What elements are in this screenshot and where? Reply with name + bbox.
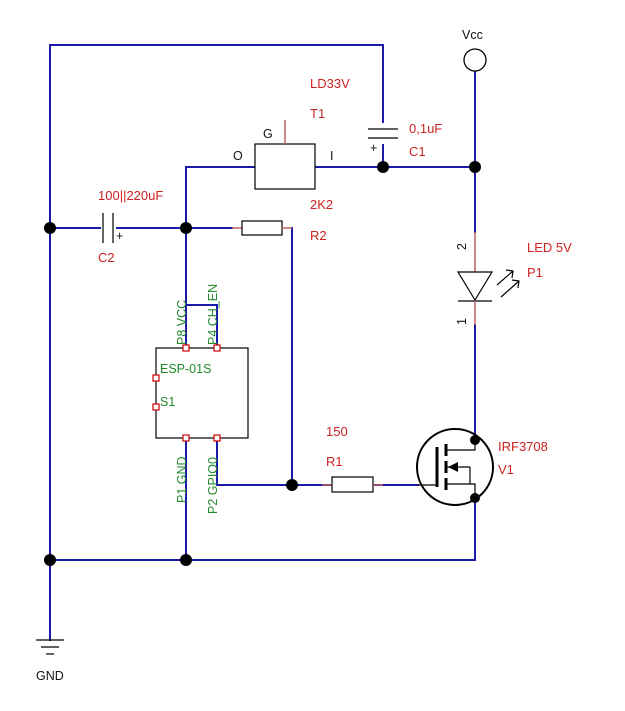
r2-ref-label: R2 [310,228,327,243]
regulator-t1: G O I LD33V T1 [233,76,350,190]
junctions [44,161,481,566]
mosfet-v1: IRF3708 V1 [416,428,548,506]
regulator-pin-o: O [233,149,243,163]
r1-ref-label: R1 [326,454,343,469]
gnd-label: GND [36,669,64,683]
led-ref-label: P1 [527,265,543,280]
mosfet-ref-label: V1 [498,462,514,477]
led-light-arrow [496,270,514,286]
c2-value-label: 100||220uF [98,188,163,203]
led-triangle [456,271,494,302]
module-body [155,347,249,439]
resistor-r2: 2K2 R2 [232,197,333,243]
capacitor-c1: + 0,1uF C1 [368,121,442,159]
module-name-label: ESP-01S [160,362,211,376]
module-pin-vcc-label: P8 VCC [175,300,189,345]
c2-ref-label: C2 [98,250,115,265]
junction-dot [180,554,192,566]
ground-symbol: GND [36,639,64,683]
wire-regulator-out [185,166,256,229]
regulator-ref-label: T1 [310,106,325,121]
regulator-part-label: LD33V [310,76,350,91]
capacitor-c2: + 100||220uF C2 [98,188,163,265]
c1-ref-label: C1 [409,144,426,159]
junction-dot [180,222,192,234]
c1-polarity: + [370,141,377,155]
c2-polarity: + [116,229,123,243]
led-pin-2: 2 [455,243,469,250]
junction-dot [469,161,481,173]
led-light-arrow-head [505,269,514,279]
module-pin-left-b [152,403,160,411]
wire-module-en [185,304,218,349]
wire-top-loop [49,44,384,561]
junction-dot [377,161,389,173]
wire-gpio-to-r1 [216,437,331,486]
c1-value-label: 0,1uF [409,121,442,136]
junction-dot [286,479,298,491]
resistor-r1: 150 R1 [322,424,383,493]
module-ref-label: S1 [160,395,175,409]
mosfet-arrow-icon [448,462,458,472]
vcc-label: Vcc [462,28,483,42]
module-pin-gnd-label: P1 GND [175,456,189,503]
junction-dot [470,435,480,445]
module-pin-gpio0-label: P2 GPIO0 [206,457,220,514]
regulator-body [254,143,316,190]
module-pin-gnd [182,434,190,442]
wire-ground-rail [49,497,476,561]
module-pin-en-label: P4 CH_EN [206,284,220,345]
module-esp01s: ESP-01S S1 P8 VCC P4 CH_EN P1 GND P2 GPI… [152,284,249,514]
led-p1: 2 1 LED 5V P1 [455,232,572,325]
wires [49,44,476,641]
r2-body [241,220,283,236]
regulator-pin-g: G [263,127,273,141]
r2-value-label: 2K2 [310,197,333,212]
led-light-arrow [500,280,520,298]
r1-body [331,476,374,493]
vcc-terminal: Vcc [462,28,487,72]
junction-dot [44,554,56,566]
r1-value-label: 150 [326,424,348,439]
mosfet-part-label: IRF3708 [498,439,548,454]
module-pin-left-a [152,374,160,382]
vcc-terminal-circle [463,48,487,72]
junction-dot [44,222,56,234]
junction-dot [470,493,480,503]
module-pin-gpio0 [213,434,221,442]
led-light-arrow-head [511,279,520,289]
regulator-pin-i: I [330,149,333,163]
led-pin-1: 1 [455,318,469,325]
led-value-label: LED 5V [527,240,572,255]
module-pin-vcc [182,344,190,352]
module-pin-en [213,344,221,352]
